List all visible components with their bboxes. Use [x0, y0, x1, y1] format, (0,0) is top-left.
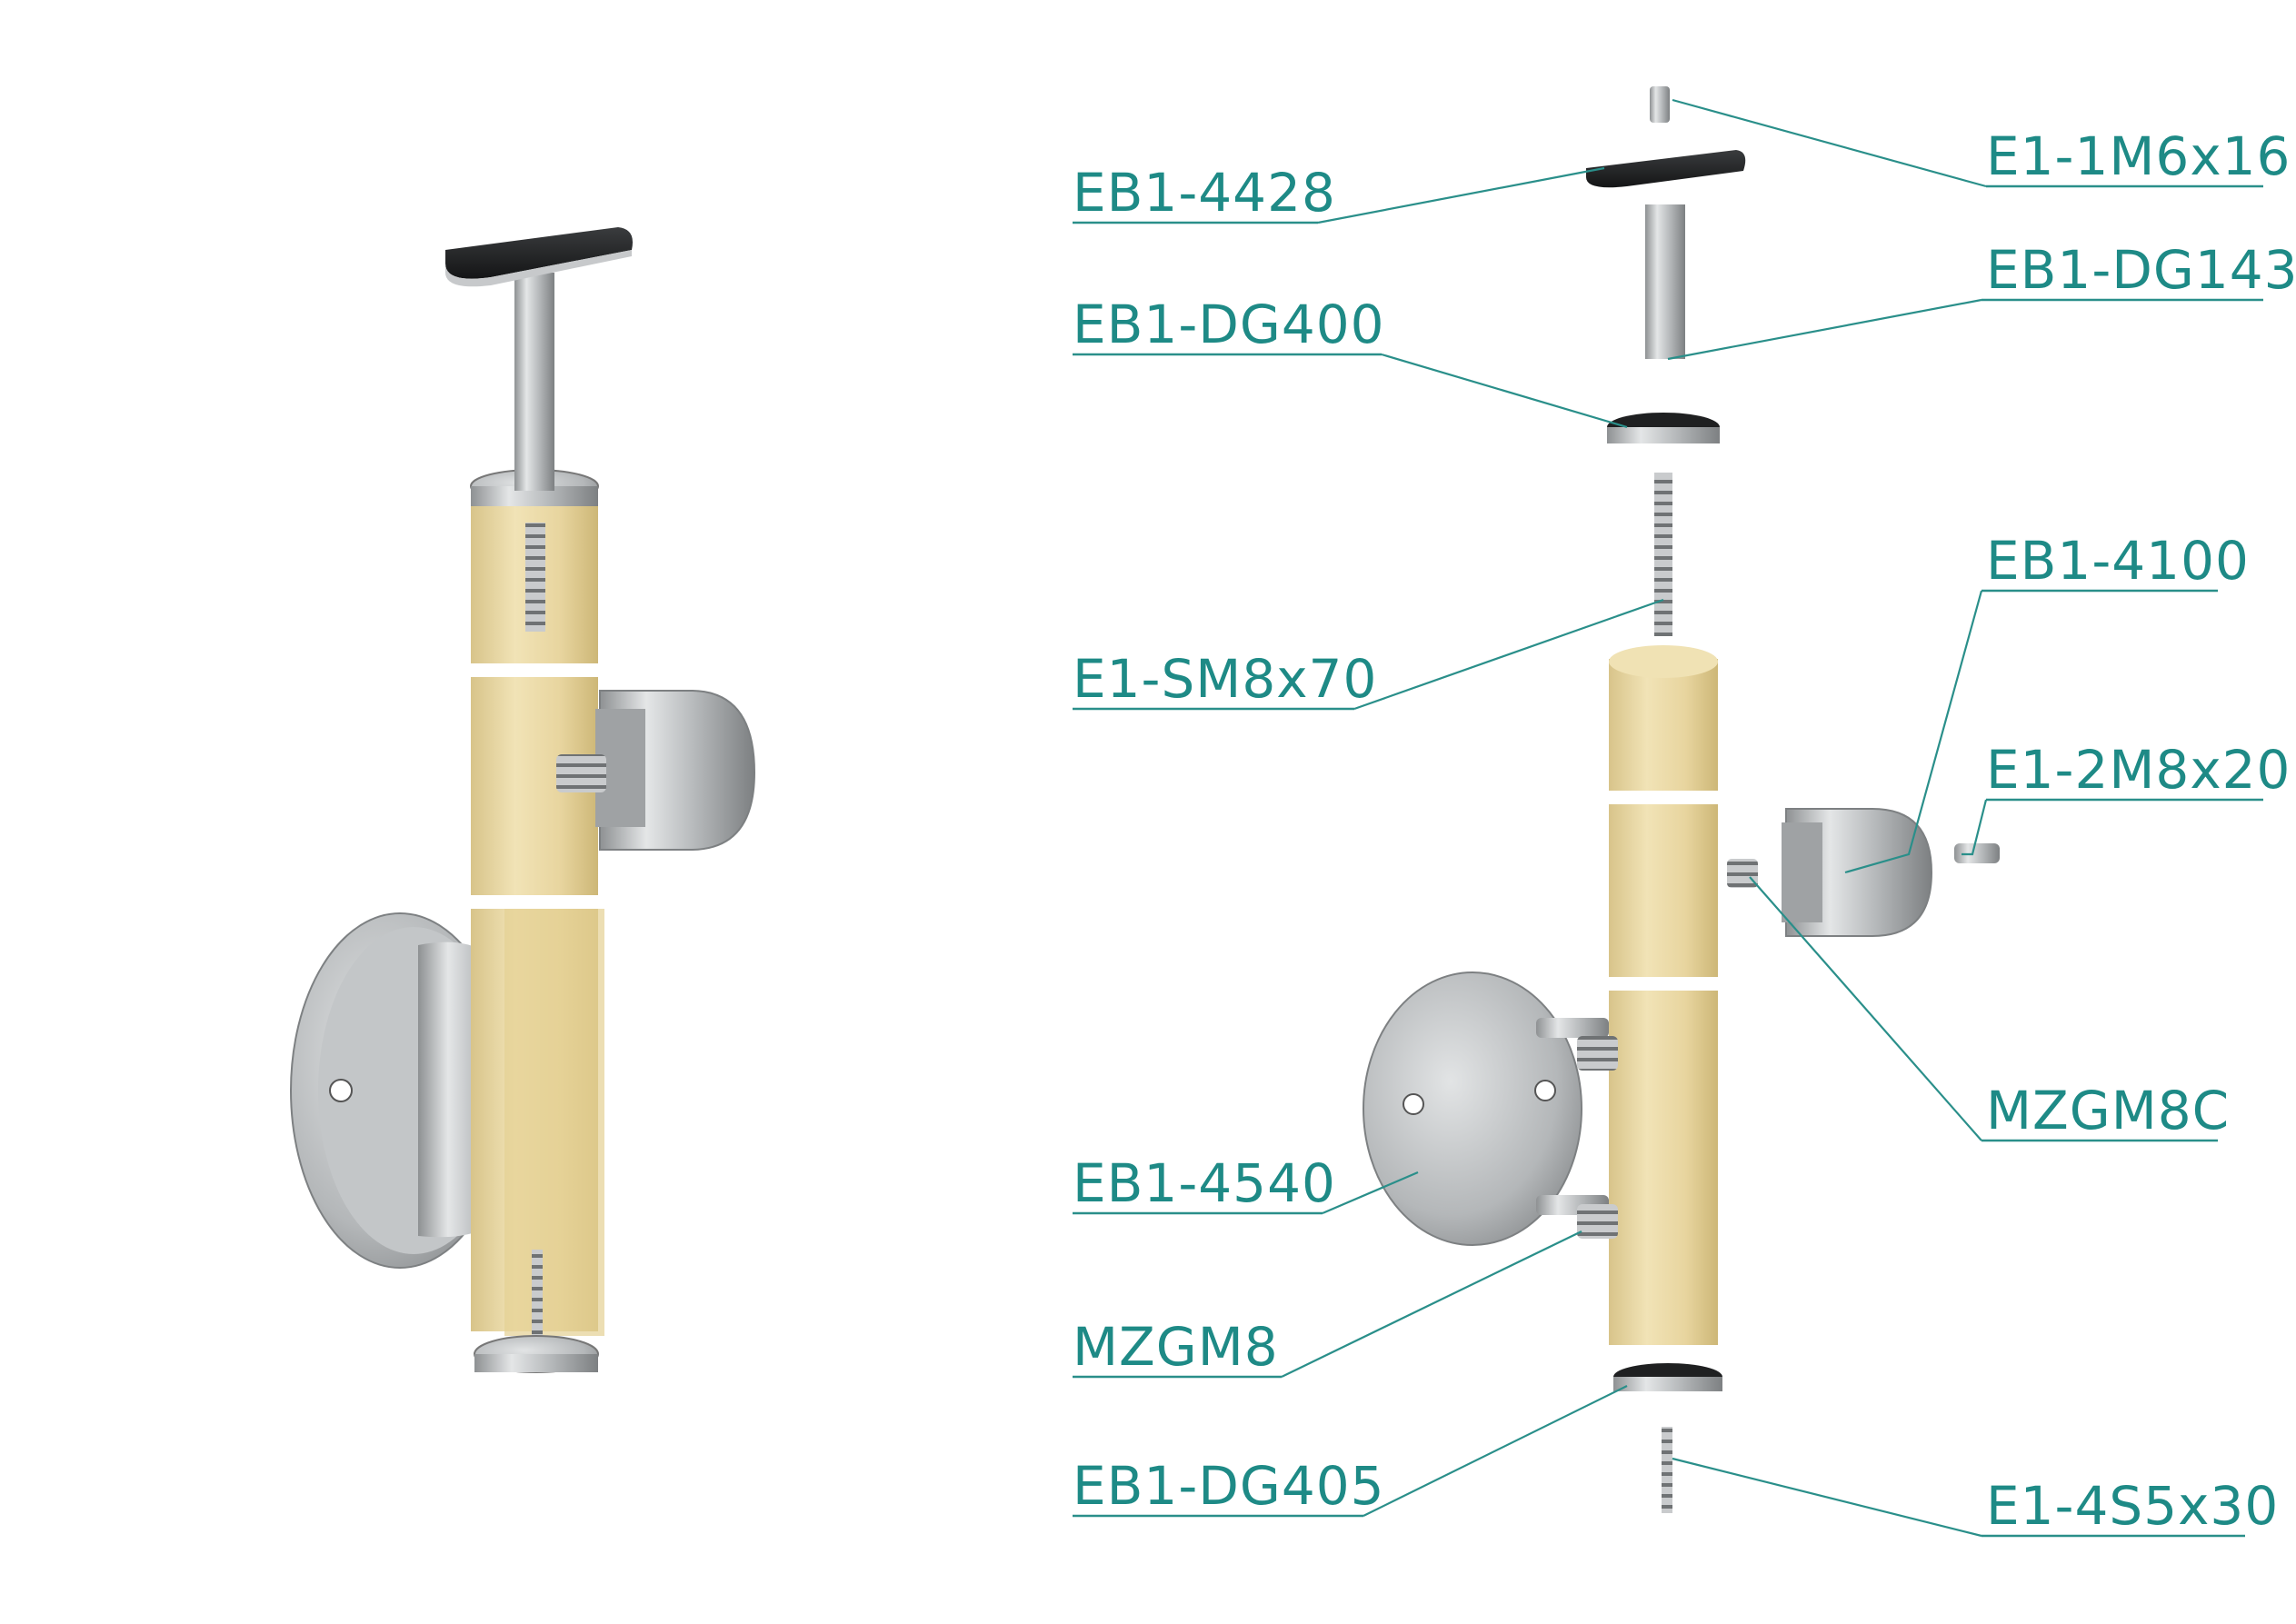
label-eb1-dg143: EB1-DG143	[1986, 239, 2296, 301]
support-tube	[514, 273, 554, 491]
leader-mzgm8	[1281, 1230, 1582, 1378]
bottom-end-cap-side	[474, 1354, 598, 1372]
leader-eb1-dg400	[1381, 353, 1628, 429]
part-eb1-4540	[1363, 971, 1582, 1246]
label-eb1-4540: EB1-4540	[1073, 1152, 1336, 1214]
label-e1-4s5x30: E1-4S5x30	[1986, 1475, 2279, 1537]
label-mzgm8: MZGM8	[1073, 1316, 1279, 1378]
leader-eb1-4540	[1322, 1171, 1419, 1215]
part-eb1-dg405-side	[1613, 1377, 1722, 1391]
leader-lines	[1073, 98, 2263, 1538]
part-eb1-4540-stud-upper	[1536, 1018, 1609, 1038]
part-eb1-dg143	[1645, 204, 1685, 359]
leader-eb1-dg405	[1363, 1385, 1628, 1517]
post-bottom-screw	[532, 1250, 543, 1336]
post-wood-bottom-front	[504, 909, 604, 1336]
handrail-saddle-edge	[444, 250, 632, 287]
part-e1-4s5x30	[1662, 1427, 1672, 1513]
leader-eb1-dg143	[1667, 298, 1982, 361]
part-mzgm8-lower	[1577, 1204, 1618, 1239]
part-eb1-dg400-side	[1607, 427, 1720, 443]
part-mzgm8-upper	[1577, 1036, 1618, 1071]
part-mzgm8c	[1727, 859, 1758, 888]
part-wood-bottom	[1609, 991, 1718, 1345]
assembled-post	[290, 227, 756, 1373]
part-eb1-4540-hole-lower	[1403, 1093, 1424, 1115]
part-wood-top-cap	[1609, 645, 1718, 678]
part-labels: EB1-4428 EB1-DG400 E1-SM8x70 EB1-4540 MZ…	[1073, 125, 2296, 1537]
leader-eb1-4428	[1317, 166, 1605, 224]
leader-e1-2m8x20	[1962, 799, 1988, 856]
label-eb1-4428: EB1-4428	[1073, 162, 1336, 224]
leader-eb1-4100	[1844, 590, 1983, 874]
label-e1-sm8x70: E1-SM8x70	[1073, 648, 1377, 710]
exploded-view	[1363, 86, 2000, 1513]
handrail-saddle	[445, 227, 633, 279]
leader-e1-sm8x70	[1353, 598, 1664, 711]
top-disc-side	[471, 486, 598, 506]
part-e1-sm8x70	[1654, 473, 1672, 636]
leader-mzgm8c	[1749, 876, 1982, 1141]
label-e1-2m8x20: E1-2M8x20	[1986, 739, 2291, 801]
part-eb1-4100-back	[1782, 822, 1822, 922]
leader-e1-4s5x30	[1672, 1457, 1982, 1538]
post-hanger-screw	[525, 523, 545, 632]
part-e1-1m6x16	[1650, 86, 1670, 123]
label-eb1-dg405: EB1-DG405	[1073, 1455, 1385, 1517]
part-e1-2m8x20	[1954, 843, 2000, 863]
label-e1-1m6x16: E1-1M6x16	[1986, 125, 2291, 187]
flange-hole-icon	[329, 1079, 353, 1102]
leader-e1-1m6x16	[1672, 98, 1987, 188]
part-eb1-4428	[1586, 150, 1746, 188]
part-eb1-4540-hole-upper	[1534, 1080, 1556, 1101]
label-mzgm8c: MZGM8C	[1986, 1080, 2230, 1141]
label-eb1-4100: EB1-4100	[1986, 530, 2250, 592]
clamp-bolt	[556, 754, 606, 792]
part-wood-top	[1609, 659, 1718, 791]
label-eb1-dg400: EB1-DG400	[1073, 294, 1385, 355]
part-wood-middle	[1609, 804, 1718, 977]
